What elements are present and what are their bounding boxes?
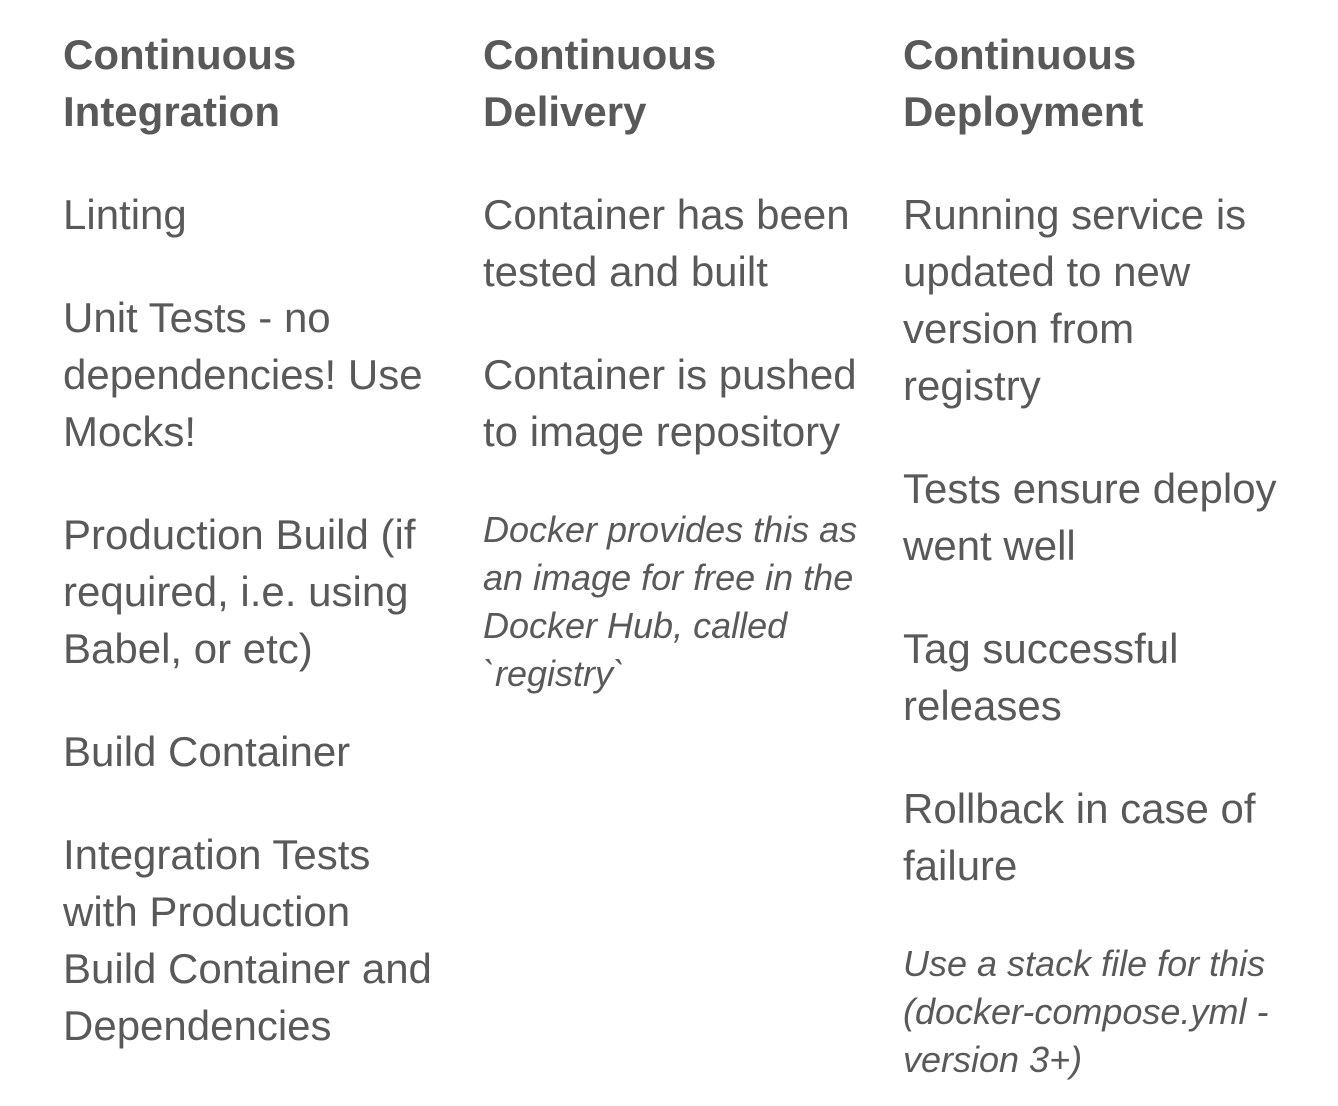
list-item-container-pushed: Container is pushed to image repository — [483, 351, 857, 455]
column-continuous-deployment: Continuous Deployment Running service is… — [903, 26, 1281, 1106]
list-item-build-container: Build Container — [63, 728, 351, 775]
list-item-integration-tests: Integration Tests with Production Build … — [63, 831, 432, 1049]
note-stack-file: Use a stack file for this (docker-compos… — [903, 943, 1269, 1080]
column-continuous-integration: Continuous Integration Linting Unit Test… — [63, 26, 441, 1100]
column-header-continuous-deployment: Continuous Deployment — [903, 31, 1144, 135]
note-docker-registry: Docker provides this as an image for fre… — [483, 509, 858, 694]
list-item-tag-releases: Tag successful releases — [903, 625, 1179, 729]
list-item-production-build: Production Build (if required, i.e. usin… — [63, 511, 416, 672]
list-item-container-tested-built: Container has been tested and built — [483, 191, 850, 295]
column-continuous-delivery: Continuous Delivery Container has been t… — [483, 26, 861, 744]
column-header-continuous-integration: Continuous Integration — [63, 31, 297, 135]
list-item-rollback: Rollback in case of failure — [903, 785, 1256, 889]
list-item-tests-ensure-deploy: Tests ensure deploy went well — [903, 465, 1277, 569]
cicd-comparison-table: Continuous Integration Linting Unit Test… — [63, 26, 1338, 1106]
column-header-continuous-delivery: Continuous Delivery — [483, 31, 717, 135]
list-item-unit-tests: Unit Tests - no dependencies! Use Mocks! — [63, 294, 423, 455]
list-item-linting: Linting — [63, 191, 187, 238]
list-item-running-service-updated: Running service is updated to new versio… — [903, 191, 1247, 409]
